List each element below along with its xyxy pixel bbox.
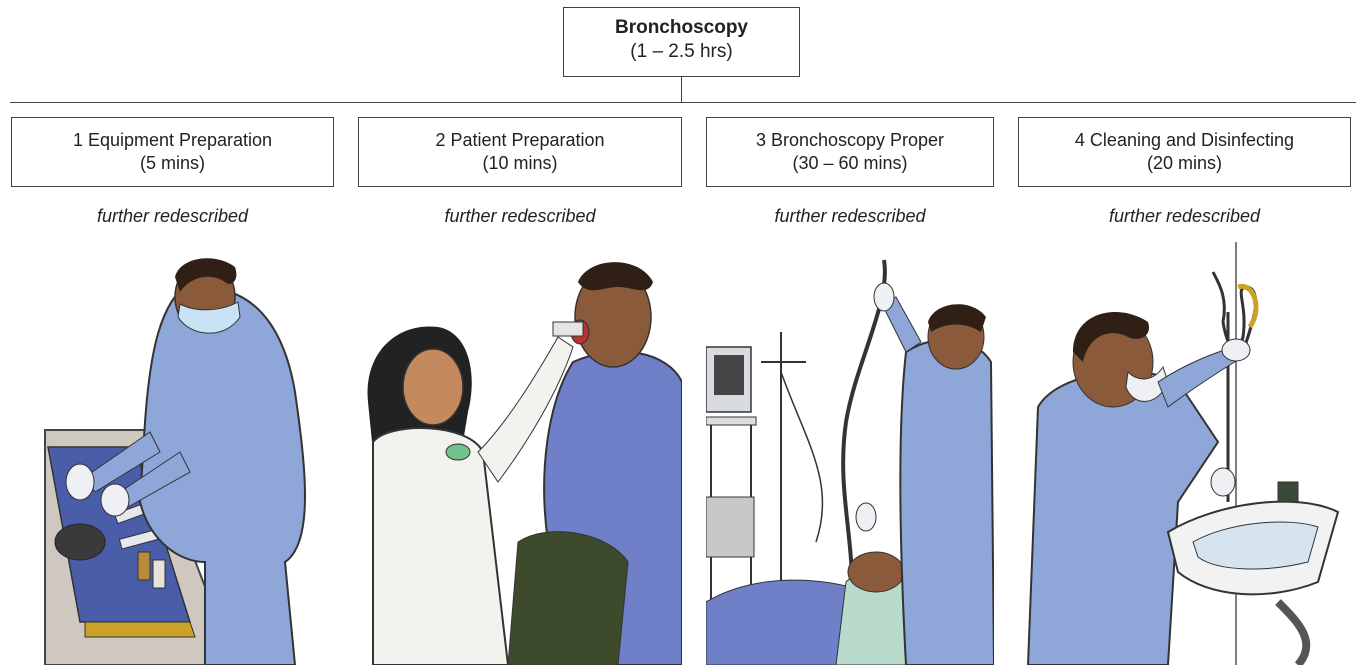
bronchoscopy-proper-illustration (706, 242, 994, 665)
task-title: 1 Equipment Preparation (12, 130, 333, 151)
equipment-preparation-illustration (40, 242, 340, 665)
task-box-patient-preparation: 2 Patient Preparation (10 mins) (358, 117, 682, 187)
cleaning-disinfecting-illustration (1018, 242, 1351, 665)
root-task-title: Bronchoscopy (564, 17, 799, 39)
root-task-box: Bronchoscopy (1 – 2.5 hrs) (563, 7, 800, 77)
branch-line (10, 102, 1356, 103)
task-note: further redescribed (11, 206, 334, 227)
root-connector (681, 77, 682, 102)
task-box-bronchoscopy-proper: 3 Bronchoscopy Proper (30 – 60 mins) (706, 117, 994, 187)
task-title: 3 Bronchoscopy Proper (707, 130, 993, 151)
task-box-equipment-preparation: 1 Equipment Preparation (5 mins) (11, 117, 334, 187)
task-duration: (10 mins) (359, 153, 681, 174)
task-note: further redescribed (706, 206, 994, 227)
task-note: further redescribed (1018, 206, 1351, 227)
root-task-duration: (1 – 2.5 hrs) (564, 41, 799, 63)
task-title: 4 Cleaning and Disinfecting (1019, 130, 1350, 151)
task-note: further redescribed (358, 206, 682, 227)
patient-preparation-illustration (358, 242, 682, 665)
task-duration: (20 mins) (1019, 153, 1350, 174)
task-duration: (5 mins) (12, 153, 333, 174)
task-box-cleaning-disinfecting: 4 Cleaning and Disinfecting (20 mins) (1018, 117, 1351, 187)
task-title: 2 Patient Preparation (359, 130, 681, 151)
task-duration: (30 – 60 mins) (707, 153, 993, 174)
